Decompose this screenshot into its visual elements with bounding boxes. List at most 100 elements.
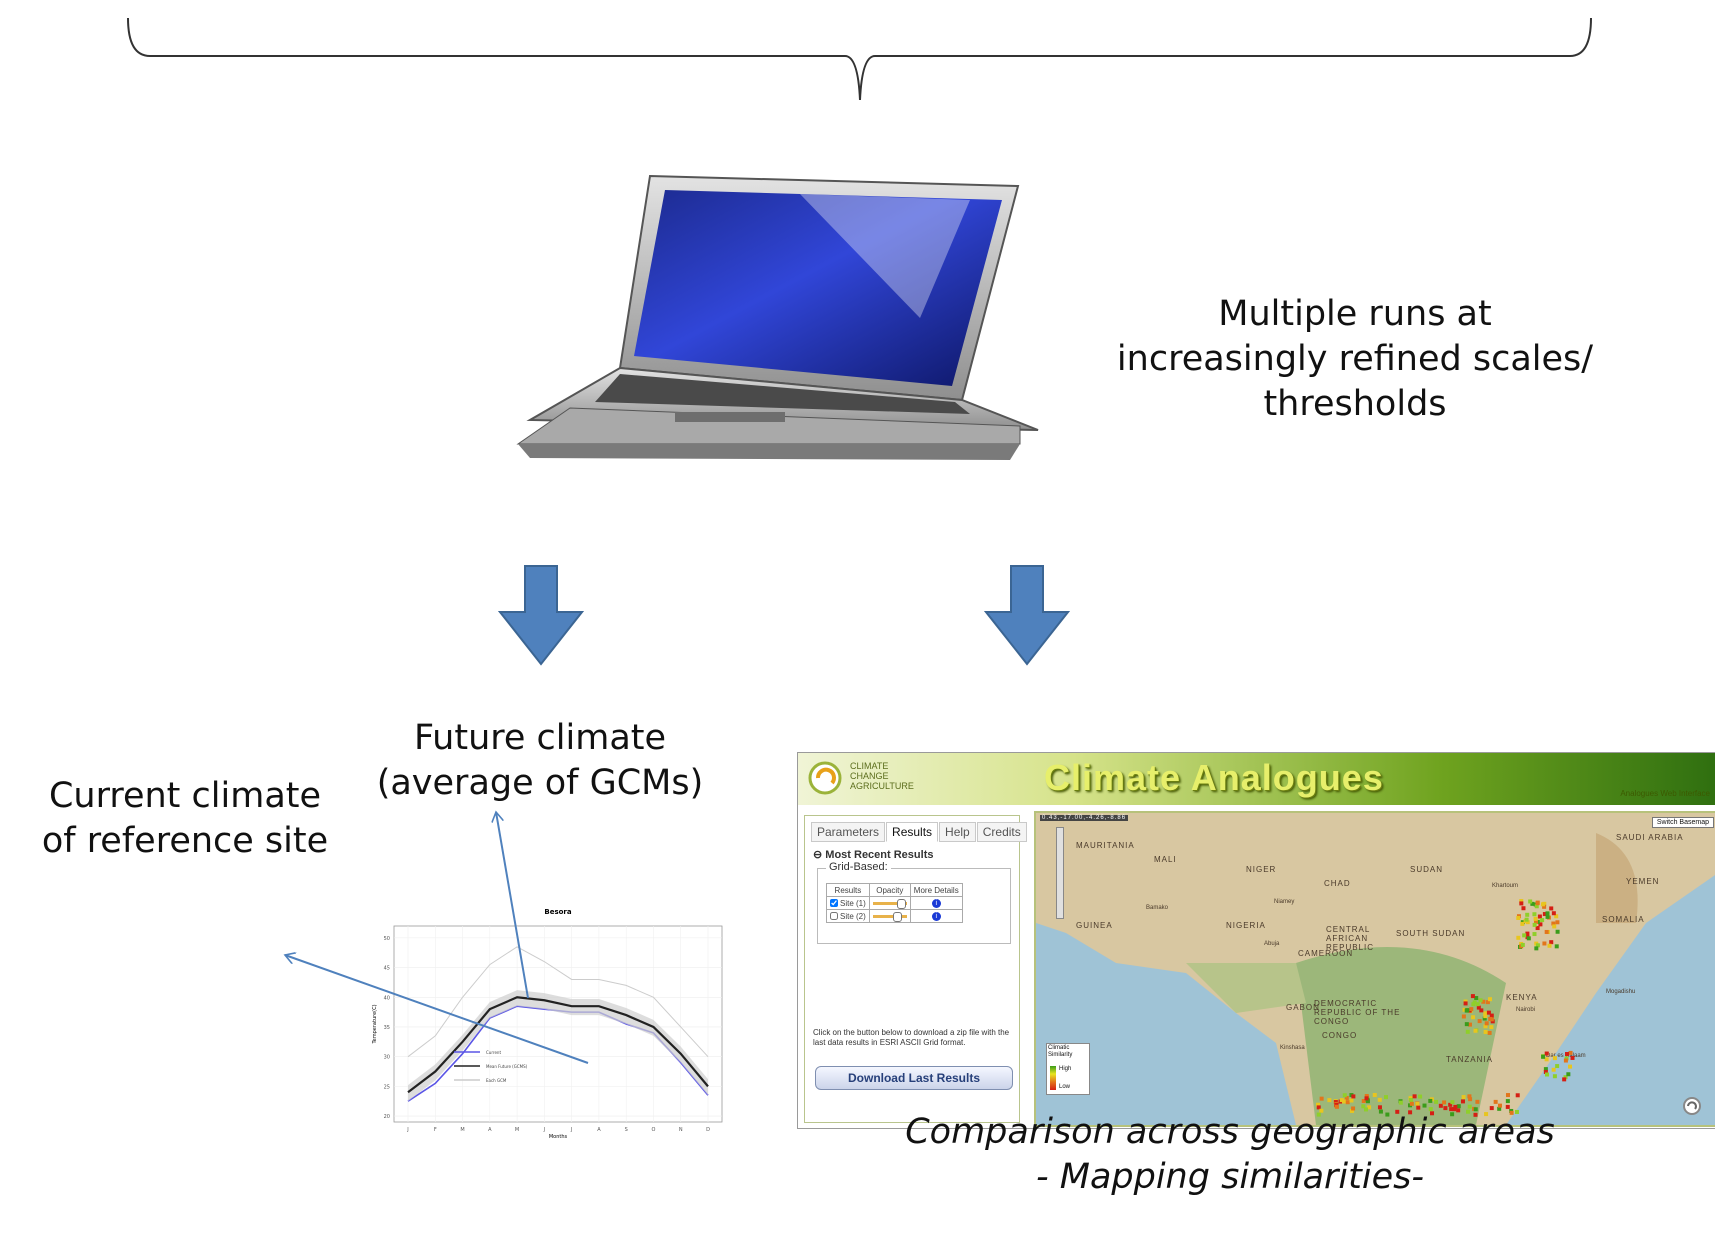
logo-text: CLIMATE CHANGE AGRICULTURE xyxy=(850,761,914,791)
hotspot-cell xyxy=(1542,941,1547,946)
table-header: Results xyxy=(826,883,870,897)
hotspot-cell xyxy=(1520,942,1525,947)
hotspot-cell xyxy=(1361,1104,1366,1109)
hotspot-cell xyxy=(1456,1104,1461,1109)
site-1-checkbox[interactable] xyxy=(830,899,838,908)
map-coords: 0.43,-17.00,-4.26,-8.86 xyxy=(1040,815,1129,821)
info-icon[interactable]: i xyxy=(931,899,941,908)
hotspot-cell xyxy=(1535,926,1540,931)
hotspot-cell xyxy=(1474,996,1479,1001)
hotspot-cell xyxy=(1515,1093,1520,1098)
hotspot-cell xyxy=(1450,1112,1455,1117)
hotspot-cell xyxy=(1551,1067,1556,1072)
opacity-slider[interactable] xyxy=(872,911,907,922)
switch-basemap-button[interactable]: Switch Basemap xyxy=(1651,817,1714,828)
hotspot-cell xyxy=(1570,1055,1575,1060)
hotspot-cell xyxy=(1364,1107,1369,1112)
hotspot-cell xyxy=(1563,1075,1568,1080)
result-cell: Site (2) xyxy=(826,909,870,923)
slider-knob[interactable] xyxy=(892,911,902,922)
site-2-checkbox[interactable] xyxy=(830,912,838,921)
x-tick-label: J xyxy=(406,1127,408,1133)
hotspot-cell xyxy=(1543,1069,1548,1074)
hotspot-cell xyxy=(1316,1102,1321,1107)
y-tick-label: 30 xyxy=(384,1055,390,1061)
hotspot-cell xyxy=(1509,1110,1514,1115)
info-icon[interactable]: i xyxy=(931,912,941,921)
hotspot-cell xyxy=(1449,1107,1454,1112)
map-label: Niamey xyxy=(1274,899,1295,905)
hotspot-cell xyxy=(1464,1022,1469,1027)
table-row: Site (1) i xyxy=(826,896,963,910)
hotspot-cell xyxy=(1552,1056,1557,1061)
hotspot-cell xyxy=(1487,1030,1492,1035)
hotspot-cell xyxy=(1547,943,1552,948)
zoom-slider[interactable] xyxy=(1056,827,1064,919)
hotspot-cell xyxy=(1364,1096,1369,1101)
map-label: KENYA xyxy=(1506,993,1538,1002)
hotspot-cell xyxy=(1395,1109,1400,1114)
hotspot-cell xyxy=(1540,902,1545,907)
hotspot-cell xyxy=(1450,1100,1455,1105)
hotspot-cell xyxy=(1563,1058,1568,1063)
grid-based-label: Grid-Based: xyxy=(826,861,891,873)
hotspot-cell xyxy=(1568,1050,1573,1055)
future-pointer-arrow xyxy=(496,812,529,999)
caption-line: of reference site xyxy=(41,821,329,861)
hotspot-cell xyxy=(1488,997,1493,1002)
map-label: SUDAN xyxy=(1410,865,1444,874)
hotspot-cell xyxy=(1460,1099,1465,1104)
logo-line: AGRICULTURE xyxy=(850,781,914,791)
comparison-caption: Comparison across geographic areas - Map… xyxy=(880,1110,1580,1200)
hotspot-cell xyxy=(1448,1102,1453,1107)
hotspot-cell xyxy=(1456,1108,1461,1113)
legend-high: High xyxy=(1059,1066,1072,1072)
caption-line: - Mapping similarities- xyxy=(1036,1157,1424,1197)
tab-parameters[interactable]: Parameters xyxy=(811,822,886,842)
table-row: Site (2) i xyxy=(826,909,963,923)
hotspot-cell xyxy=(1345,1100,1350,1105)
hotspot-cell xyxy=(1349,1098,1354,1103)
similarity-map[interactable]: 0.43,-17.00,-4.26,-8.86 MAURITANIA MALI … xyxy=(1034,811,1715,1127)
slider-knob[interactable] xyxy=(896,898,906,909)
download-last-results-button[interactable]: Download Last Results xyxy=(815,1066,1013,1090)
hotspot-cell xyxy=(1461,1095,1466,1100)
most-recent-results-header[interactable]: ⊖ Most Recent Results xyxy=(813,848,933,861)
hotspot-cell xyxy=(1514,1109,1519,1114)
hotspot-cell xyxy=(1316,1105,1321,1110)
opacity-slider[interactable] xyxy=(872,898,907,909)
hotspot-cell xyxy=(1453,1104,1458,1109)
map-label: Khartoum xyxy=(1492,883,1519,889)
hotspot-cell xyxy=(1538,922,1543,927)
hotspot-cell xyxy=(1334,1104,1339,1109)
hotspot-cell xyxy=(1497,1103,1502,1108)
x-tick-label: A xyxy=(597,1127,601,1133)
tab-results[interactable]: Results xyxy=(886,822,939,842)
hotspot-cell xyxy=(1545,1072,1550,1077)
tab-row: Parameters Results Help Credits xyxy=(811,822,1028,842)
hotspot-cell xyxy=(1470,994,1475,999)
hotspot-cell xyxy=(1535,943,1540,948)
hotspot-cell xyxy=(1416,1105,1421,1110)
hotspot-cell xyxy=(1532,932,1537,937)
map-background xyxy=(1036,813,1715,1125)
hotspot-cell xyxy=(1475,1002,1480,1007)
down-arrow-left-icon xyxy=(498,565,584,666)
map-label: CHAD xyxy=(1324,879,1351,888)
x-tick-label: J xyxy=(570,1127,572,1133)
table-header-row: Results Opacity More Details xyxy=(826,883,963,897)
hotspot-cell xyxy=(1489,1106,1494,1111)
hotspot-cell xyxy=(1385,1112,1390,1117)
hotspot-cell xyxy=(1377,1097,1382,1102)
hotspot-cell xyxy=(1475,1099,1480,1104)
tab-help[interactable]: Help xyxy=(939,822,976,842)
hotspot-cell xyxy=(1519,899,1524,904)
legend-colorbar xyxy=(1050,1066,1056,1090)
hotspot-cell xyxy=(1549,940,1554,945)
hotspot-cell xyxy=(1378,1109,1383,1114)
logo-line: CHANGE xyxy=(850,771,889,781)
tab-credits[interactable]: Credits xyxy=(976,822,1027,842)
hotspot-cell xyxy=(1422,1103,1427,1108)
hotspot-cell xyxy=(1367,1105,1372,1110)
map-label: NIGERIA xyxy=(1226,921,1266,930)
